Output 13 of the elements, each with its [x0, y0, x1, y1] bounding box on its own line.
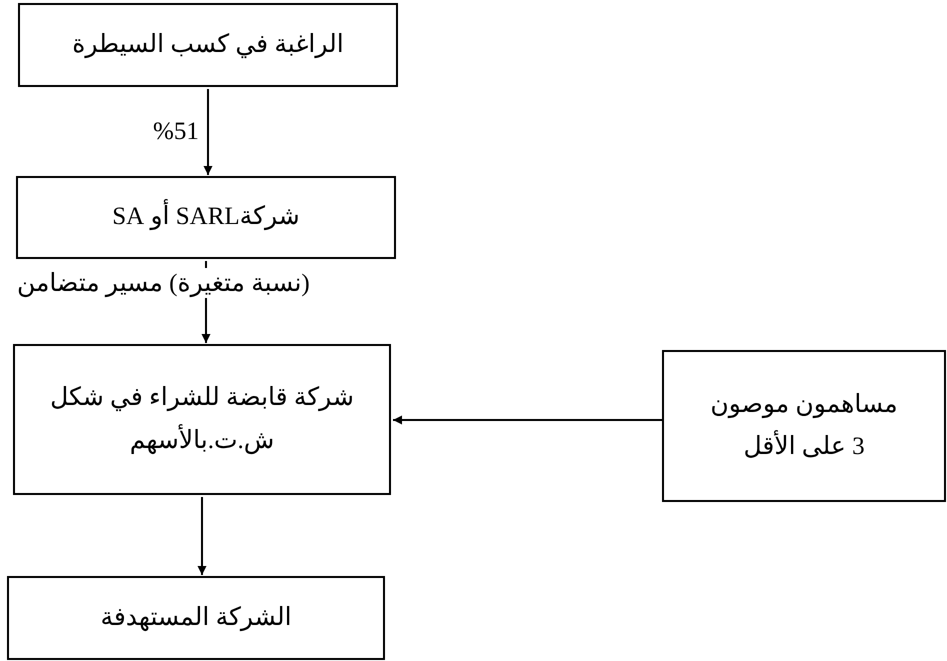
process-box [16, 176, 396, 259]
box-text: شركةSARL أو SA [112, 196, 300, 239]
process-box [18, 3, 398, 87]
process-box [7, 576, 385, 660]
arrow [198, 497, 206, 575]
process-box [662, 350, 946, 502]
arrow [204, 89, 212, 175]
box-text: مساهمون موصون 3 على الأقل [709, 390, 899, 462]
box-text: شركة قابضة للشراء في شكل ش.ت.بالأسهم [49, 383, 355, 456]
box-text: الراغبة في كسب السيطرة [72, 30, 344, 60]
process-box [13, 344, 391, 495]
box-text: الشركة المستهدفة [100, 602, 292, 634]
arrow [393, 416, 662, 424]
